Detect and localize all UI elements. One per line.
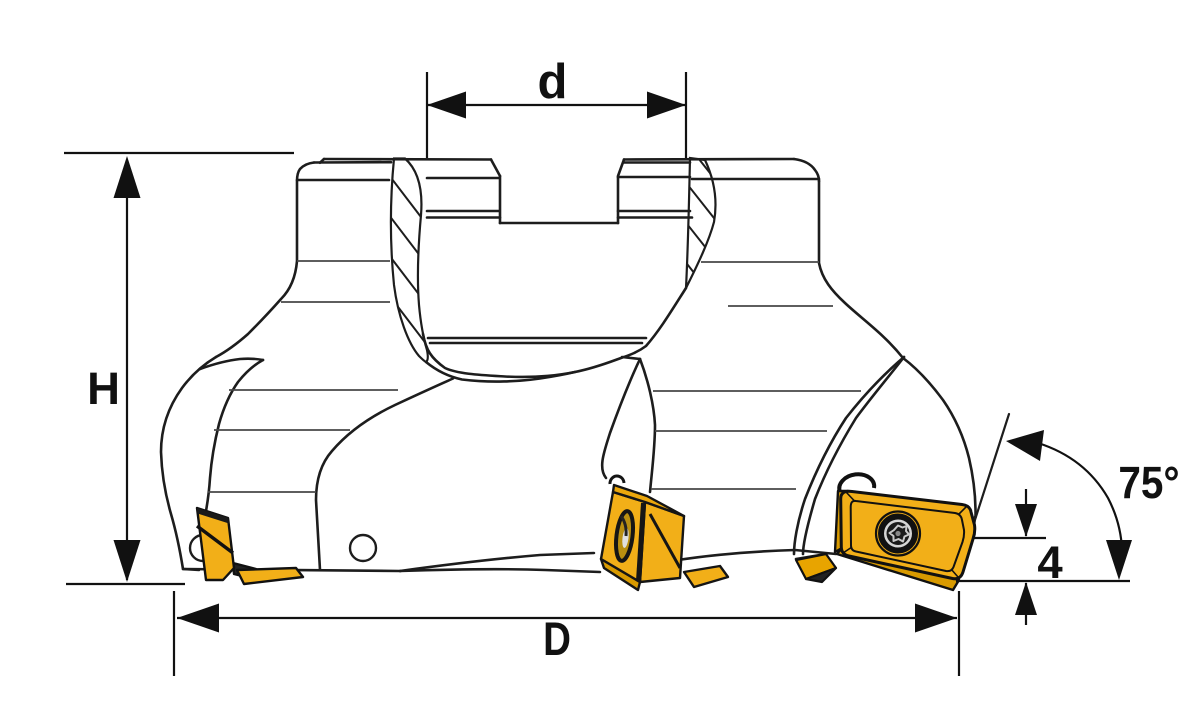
svg-text:4: 4 <box>1037 537 1063 588</box>
svg-text:D: D <box>543 613 571 665</box>
svg-text:75°: 75° <box>1118 458 1179 508</box>
svg-text:d: d <box>538 55 568 109</box>
svg-text:H: H <box>87 363 120 414</box>
